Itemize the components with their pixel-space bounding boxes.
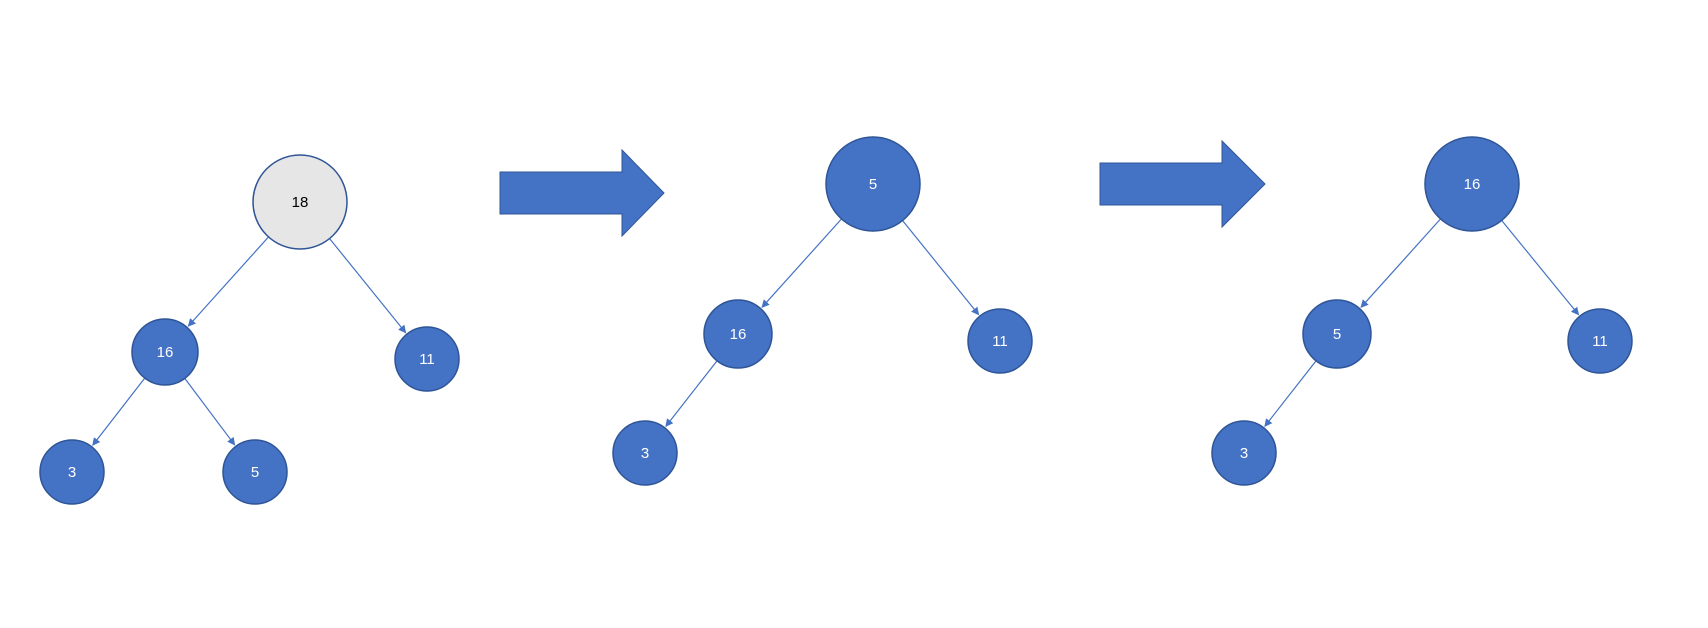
- tree-node: 5: [222, 439, 288, 505]
- node-circle: [967, 308, 1033, 374]
- tree-2: 5 16 11 3: [612, 136, 1033, 486]
- highlighted-node-circle: [252, 154, 348, 250]
- node-label: 11: [1592, 333, 1608, 350]
- nodes-layer: 18 16 11 3 5 5 16 11 3 16 5 11 3: [39, 136, 1633, 505]
- edges-layer: [92, 216, 1580, 446]
- tree-node: 16: [703, 299, 773, 369]
- tree-2-edge: [665, 358, 719, 427]
- node-circle: [1424, 136, 1520, 232]
- tree-node: 5: [825, 136, 921, 232]
- node-label: 5: [251, 464, 259, 481]
- node-circle: [394, 326, 460, 392]
- tree-1-edge: [92, 376, 147, 446]
- node-circle: [131, 318, 199, 386]
- node-label: 5: [1333, 326, 1341, 343]
- tree-3: 16 5 11 3: [1211, 136, 1633, 486]
- node-circle: [825, 136, 921, 232]
- node-label: 18: [292, 194, 309, 211]
- tree-node: 18: [252, 154, 348, 250]
- tree-node: 3: [39, 439, 105, 505]
- tree-1-edge: [327, 236, 407, 334]
- transition-arrows: [499, 139, 1266, 238]
- tree-1: 18 16 11 3 5: [39, 154, 460, 505]
- node-circle: [1567, 308, 1633, 374]
- tree-node: 5: [1302, 299, 1372, 369]
- right-arrow-icon: [1099, 139, 1266, 229]
- node-label: 5: [869, 176, 877, 193]
- node-circle: [612, 420, 678, 486]
- tree-1-edge: [183, 376, 236, 446]
- tree-3-edge: [1499, 218, 1580, 316]
- node-circle: [39, 439, 105, 505]
- tree-node: 3: [1211, 420, 1277, 486]
- tree-2-edge: [900, 218, 980, 316]
- right-arrow-icon: [499, 148, 665, 238]
- tree-node: 16: [131, 318, 199, 386]
- node-label: 16: [730, 326, 747, 343]
- node-label: 11: [992, 333, 1008, 350]
- node-label: 3: [641, 445, 649, 462]
- node-label: 11: [419, 351, 435, 368]
- node-label: 3: [1240, 445, 1248, 462]
- tree-node: 16: [1424, 136, 1520, 232]
- node-circle: [1302, 299, 1372, 369]
- tree-1-edge: [187, 234, 271, 327]
- node-label: 16: [1464, 176, 1481, 193]
- node-circle: [703, 299, 773, 369]
- tree-node: 11: [967, 308, 1033, 374]
- node-circle: [1211, 420, 1277, 486]
- tree-3-edge: [1264, 358, 1318, 427]
- tree-3-edge: [1360, 216, 1443, 308]
- node-circle: [222, 439, 288, 505]
- tree-2-edge: [761, 216, 844, 308]
- tree-node: 11: [394, 326, 460, 392]
- node-label: 16: [157, 344, 174, 361]
- tree-node: 3: [612, 420, 678, 486]
- tree-node: 11: [1567, 308, 1633, 374]
- node-label: 3: [68, 464, 76, 481]
